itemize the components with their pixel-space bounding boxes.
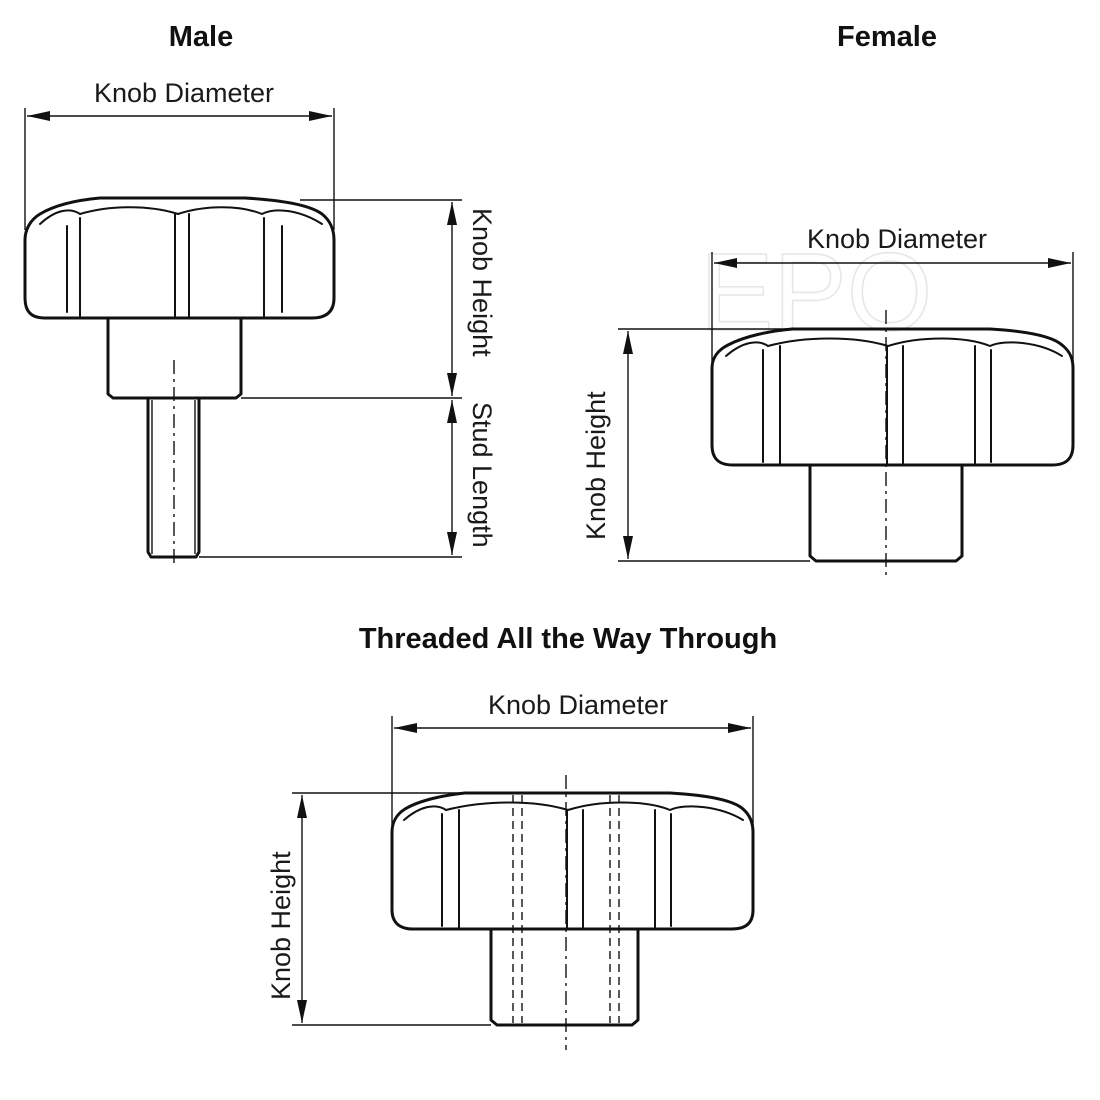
male-height-label: Knob Height (467, 208, 497, 357)
arrowhead (447, 202, 457, 225)
arrowhead (27, 111, 50, 121)
male-knob-drawing (23, 196, 336, 565)
male-hub (106, 318, 243, 400)
threaded-dimensions: Knob Diameter Knob Height (266, 690, 754, 1026)
female-diameter-label: Knob Diameter (807, 224, 987, 254)
arrowhead (714, 258, 737, 268)
arrowhead (309, 111, 332, 121)
arrowhead (728, 723, 751, 733)
male-stud-label: Stud Length (467, 402, 497, 548)
male-dimensions: Knob Diameter Knob Height Stud Length (24, 78, 497, 558)
arrowhead (394, 723, 417, 733)
watermark-glyphs: EPO (700, 231, 932, 354)
arrowhead (447, 373, 457, 396)
threaded-height-label: Knob Height (266, 851, 296, 1000)
threaded-hub (489, 929, 640, 1027)
female-dimensions: Knob Diameter Knob Height (581, 224, 1074, 562)
male-knob-scallops (39, 206, 323, 225)
arrowhead (623, 536, 633, 559)
male-knob-head (23, 196, 336, 320)
threaded-knob-head (390, 791, 755, 931)
threaded-title: Threaded All the Way Through (359, 623, 777, 655)
female-knob-drawing (710, 310, 1075, 578)
arrowhead (447, 532, 457, 555)
female-title: Female (837, 21, 937, 53)
female-height-label: Knob Height (581, 391, 611, 540)
arrowhead (297, 1000, 307, 1023)
threaded-diameter-label: Knob Diameter (488, 690, 668, 720)
male-diameter-label: Knob Diameter (94, 78, 274, 108)
arrowhead (447, 400, 457, 423)
arrowhead (623, 331, 633, 354)
arrowhead (297, 795, 307, 818)
threaded-knob-scallops (403, 801, 744, 821)
male-title: Male (169, 21, 233, 53)
watermark: EPO (699, 230, 933, 355)
threaded-knob-drawing (390, 775, 755, 1050)
arrowhead (1048, 258, 1071, 268)
